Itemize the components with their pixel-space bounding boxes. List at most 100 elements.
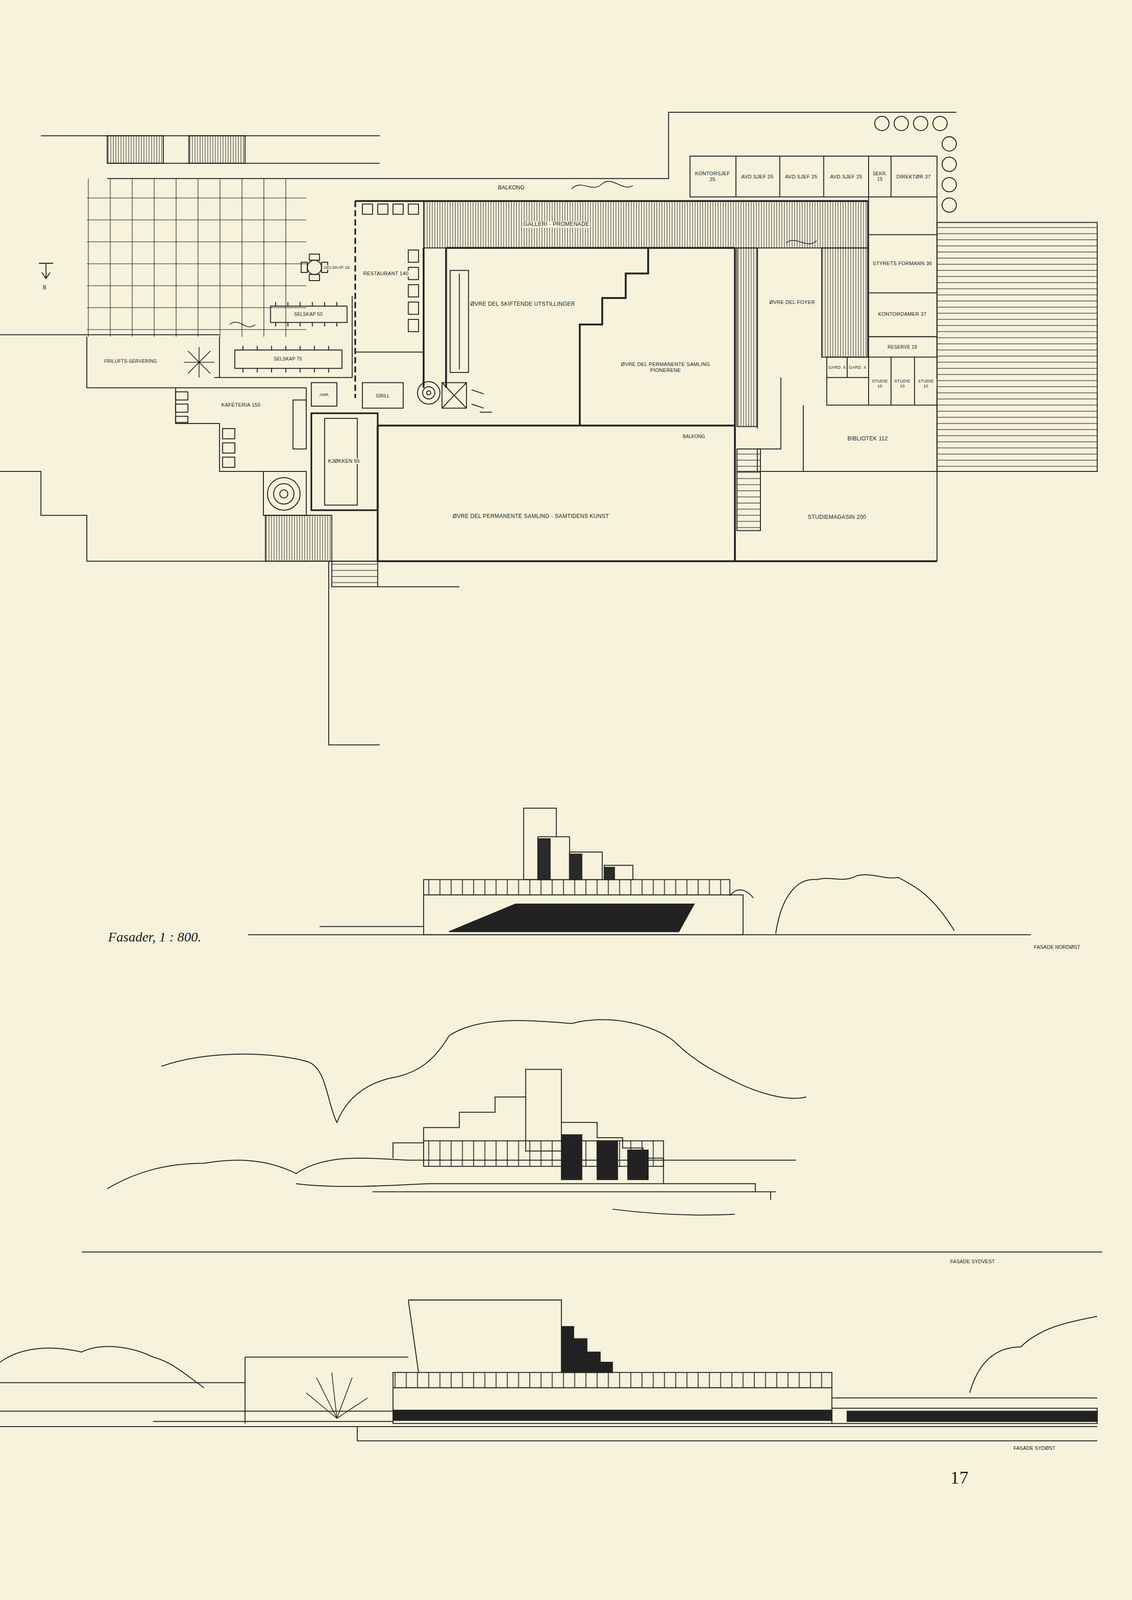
room-name: STUDIE 10: [869, 378, 891, 389]
room-name: STUDIEMAGASIN 200: [807, 514, 868, 521]
floor-plan: [309, 254, 320, 261]
room-label: ANR.: [312, 392, 337, 398]
floor-plan: [175, 403, 189, 413]
room-label: ØVRE DEL PERMANENTE SAMLING PIONERENE: [609, 361, 722, 373]
room-name: BIBLIOTEK 112: [846, 435, 889, 443]
room-label: SELSKAP 50: [272, 311, 345, 318]
room-label: DIREKTØR 37: [891, 173, 936, 180]
floor-plan: [579, 247, 649, 426]
room-name: GARD. 4: [847, 365, 867, 370]
floor-plan: [426, 390, 431, 395]
floor-plan: [222, 457, 236, 468]
room-label: KAFETERIA 150: [204, 402, 277, 409]
room-label: AVD.SJEF 25: [780, 173, 823, 180]
room-label: STYRETS FORMANN 36: [871, 260, 933, 267]
room-name: ØVRE DEL FOYER: [768, 299, 816, 306]
room-name: RESTAURANT 140: [362, 270, 410, 277]
room-name: FRILUFTS-SERVERING: [103, 358, 158, 365]
room-name: AVD.SJEF 25: [784, 173, 818, 180]
page-number: 17: [949, 1467, 970, 1489]
floor-plan: [183, 346, 215, 378]
room-label: AVD.SJEF 25: [825, 173, 868, 180]
floor-plan: [894, 116, 909, 131]
room-label: KONTORSJEF 25: [690, 170, 735, 183]
floor-plan: [932, 116, 948, 131]
floor-plan: [913, 116, 928, 131]
floor-plan: [942, 136, 957, 152]
floor-plan: [331, 561, 378, 587]
floor-plan: [311, 382, 337, 406]
room-name: SELSKAP 75: [272, 356, 303, 362]
room-label: ØVRE DEL PERMANENTE SAMLING - SAMTIDENS …: [408, 513, 654, 520]
room-label: BIBLIOTEK 112: [811, 435, 924, 443]
floor-plan: [309, 274, 320, 281]
floor-plan: [393, 204, 404, 215]
elevation-sydost: [408, 1300, 562, 1374]
room-label: GARD. 4: [847, 365, 867, 370]
floor-plan: [377, 204, 388, 215]
floor-plan: [0, 334, 220, 388]
annotation: FASADE SYDØST: [1012, 1445, 1057, 1452]
room-label: FRILUFTS-SERVERING: [99, 358, 162, 365]
floor-plan: [441, 382, 467, 409]
elevation-nordost: [423, 879, 730, 896]
room-name: STUDIE 10: [915, 378, 937, 389]
elevation-sydvest: [81, 1252, 1103, 1253]
room-name: ØVRE DEL PERMANENTE SAMLING PIONERENE: [609, 361, 722, 373]
floor-plan: [41, 112, 957, 179]
floor-plan: [222, 428, 236, 439]
floor-plan: [273, 483, 294, 505]
floor-plan: [175, 387, 312, 516]
floor-plan: [821, 247, 868, 357]
floor-plan: [408, 250, 419, 263]
floor-plan: [937, 222, 1098, 472]
floor-plan: [279, 489, 289, 498]
room-label: GRILL: [363, 393, 403, 399]
floor-plan: [690, 156, 938, 197]
elevation-sydvest: [161, 1019, 807, 1123]
room-label: STUDIE 10: [915, 378, 937, 389]
room-name: GALLERI - PROMENADE: [522, 221, 591, 228]
floor-plan: [408, 284, 419, 298]
room-label: SELSKAP 75: [239, 356, 336, 362]
elevation-nordost: [247, 808, 1031, 935]
elevation-nordost: [775, 875, 954, 934]
elevation-sydost: [0, 1346, 205, 1388]
floor-plan: [942, 157, 957, 172]
room-label: ØVRE DEL SKIFTENDE UTSTILLINGER: [450, 301, 594, 308]
elevation-nordost: [423, 895, 744, 935]
floor-plan: [0, 471, 378, 562]
room-label: AVD.SJEF 25: [736, 173, 779, 180]
elevation-sydost: [0, 1357, 409, 1424]
annotation: FASADE NORDØST: [1032, 944, 1081, 951]
room-name: AVD.SJEF 25: [740, 173, 775, 180]
floor-plan: [267, 477, 301, 511]
room-name: KONTORDAMER 37: [877, 311, 928, 318]
room-name: KAFETERIA 150: [220, 402, 262, 409]
floor-plan: [222, 442, 236, 453]
elevation-sydost: [393, 1372, 832, 1389]
room-label: SELSKAP 16: [321, 265, 352, 270]
room-label: STUDIEMAGASIN 200: [760, 514, 914, 521]
floor-plan: [408, 319, 419, 332]
floor-plan: [107, 135, 164, 163]
floor-plan: [263, 471, 307, 516]
floor-plan: [417, 381, 441, 404]
elevation-nordost: [604, 867, 615, 881]
room-label: KJØKKEN 95: [317, 458, 371, 465]
elevation-sydost: [0, 1300, 1098, 1442]
floor-plan: [242, 345, 329, 373]
annotation: B: [41, 284, 48, 292]
room-name: KJØKKEN 95: [327, 458, 362, 465]
floor-plan: [737, 247, 758, 427]
room-name: STUDIE 10: [891, 378, 913, 389]
room-label: GALLERI - PROMENADE: [454, 221, 659, 228]
floor-plan: [354, 200, 357, 399]
floor-plan: [408, 302, 419, 315]
room-name: STYRETS FORMANN 36: [871, 260, 933, 267]
floor-plan: [423, 200, 868, 248]
elevation-nordost: [449, 904, 695, 932]
floor-plan: [441, 382, 467, 409]
room-label: KONTORDAMER 37: [871, 311, 933, 318]
floor-plan: [786, 240, 817, 245]
